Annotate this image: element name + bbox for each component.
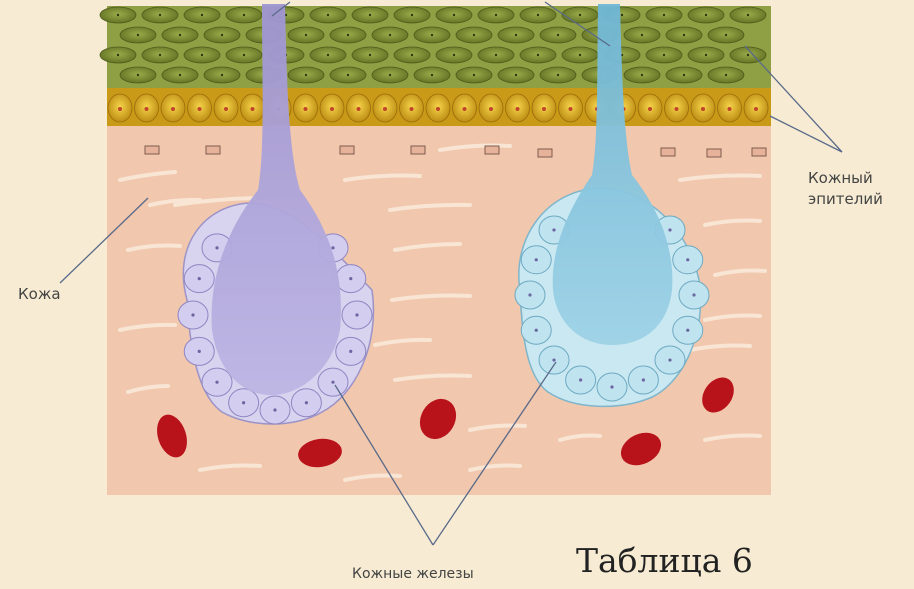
table-title: Таблица 6	[576, 541, 753, 581]
glands-label: Кожные железы	[352, 564, 474, 585]
epithelium-label-line2: эпителий	[808, 189, 883, 210]
epithelium-label: Кожный эпителий	[808, 168, 883, 210]
epithelium-label-line1: Кожный	[808, 168, 883, 189]
basal-cells	[108, 94, 768, 122]
skin-label: Кожа	[18, 284, 61, 305]
